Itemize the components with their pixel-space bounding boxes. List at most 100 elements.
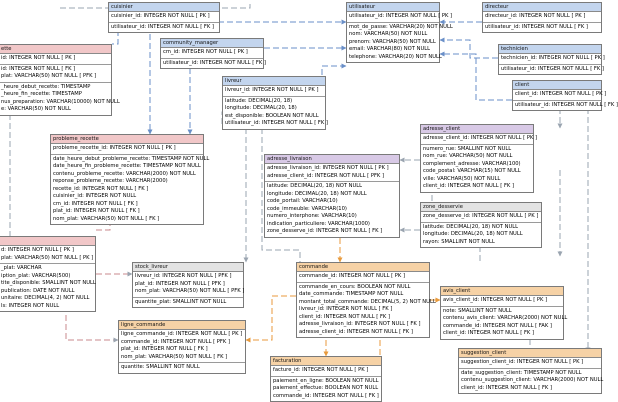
column-row: commande_id: INTEGER NOT NULL [ PFK ]	[121, 338, 230, 345]
column-row: _heure_debut_recette: TIMESTAMP	[1, 83, 91, 90]
table-title: probleme_recette	[51, 135, 203, 144]
column-row: est_disponible: BOOLEAN NOT NULL	[225, 112, 319, 119]
column-row: _heure_fin_recette: TIMESTAMP	[1, 91, 82, 97]
table-title: ette	[0, 45, 111, 54]
column-row: date_heure_fin_probleme_recette: TIMESTA…	[53, 163, 201, 169]
column-row: contenu_suggestion_client: VARCHAR(2000)…	[461, 377, 604, 383]
table-title: adresse_livraison	[265, 155, 399, 164]
column-row: utilisateur_id: INTEGER NOT NULL [ FK ]	[163, 59, 266, 66]
primary-key-section: livreur_id: INTEGER NOT NULL [ PK ]	[223, 86, 325, 97]
primary-key-section: commande_id: INTEGER NOT NULL [ PK ]	[297, 272, 429, 283]
column-row: plat_id: INTEGER NOT NULL [ PFK ]	[135, 280, 225, 287]
column-row: nom_plat: VARCHAR(50) NOT NULL [ FK ]	[53, 215, 160, 222]
column-row: contenu_avis_client: VARCHAR(2000) NOT N…	[443, 315, 568, 321]
table-title: adresse_client	[421, 125, 533, 134]
column-row: paiement_en_ligne: BOOLEAN NOT NULL	[273, 377, 379, 384]
primary-key-section: id: INTEGER NOT NULL [ PK ]	[0, 54, 111, 65]
column-row: ls: INTEGER NOT NULL	[1, 302, 60, 309]
column-row: latitude: DECIMAL(20, 18) NOT NULL	[267, 183, 363, 189]
column-row: adresse_livraison_id: INTEGER NOT NULL […	[267, 165, 389, 171]
primary-key-section: zone_desserve_id: INTEGER NOT NULL [ PK …	[421, 212, 541, 223]
table-plat[interactable]: d: INTEGER NOT NULL [ PK ]plat: VARCHAR(…	[0, 236, 96, 312]
link-client-utilisateur	[439, 51, 512, 101]
table-title: directeur	[483, 3, 601, 12]
column-row: client_id: INTEGER NOT NULL [ FK ]	[423, 183, 514, 189]
link-technicien-utilisateur	[439, 37, 498, 59]
column-row: montant_total_commande: DECIMAL(5, 2) NO…	[299, 298, 436, 305]
column-row: nom_rue: VARCHAR(50) NOT NULL	[423, 153, 513, 159]
column-row: adresse_client_id: INTEGER NOT NULL [ FK…	[299, 328, 413, 335]
column-row: livreur_id: INTEGER NOT NULL [ FK ]	[299, 306, 393, 312]
column-row: latitude: DECIMAL(20, 18) NOT NULL	[423, 223, 519, 230]
column-row: utilisateur_id: INTEGER NOT NULL [ FK ]	[485, 23, 588, 30]
column-row: code_postal: VARCHAR(15) NOT NULL	[423, 168, 521, 174]
primary-key-section: adresse_livraison_id: INTEGER NOT NULL […	[265, 164, 399, 182]
column-row: utilisateur_id: INTEGER NOT NULL [ FK ]	[225, 120, 328, 126]
column-row: cm_id: INTEGER NOT NULL [ PK ]	[163, 49, 248, 55]
column-row: technicien_id: INTEGER NOT NULL [ PK ]	[501, 55, 605, 61]
column-row: complement_adresse: VARCHAR(100)	[423, 160, 521, 167]
column-row: id: INTEGER NOT NULL [ PK ]	[1, 55, 76, 61]
primary-key-section: avis_client_id: INTEGER NOT NULL [ PK ]	[441, 296, 563, 307]
column-row: plat_id: INTEGER NOT NULL [ FK ]	[121, 346, 208, 352]
column-row: cuisinier_id: INTEGER NOT NULL	[53, 193, 137, 199]
column-row: date_commande: TIMESTAMP NOT NULL	[299, 291, 404, 297]
column-row: reponse_probleme_recette: VARCHAR(2000)	[53, 178, 168, 184]
column-row: nom: VARCHAR(50) NOT NULL	[349, 31, 428, 37]
attribute-section: utilisateur_id: INTEGER NOT NULL [ FK ]	[109, 23, 219, 33]
column-row: _plat: VARCHAR	[1, 265, 42, 271]
column-row: code_portail: VARCHAR(10)	[267, 198, 338, 204]
column-row: longitude: DECIMAL(20, 18) NOT NULL	[423, 231, 523, 237]
table-title: technicien	[499, 45, 601, 54]
table-title: ligne_commande	[119, 321, 245, 330]
column-row: d: INTEGER NOT NULL [ PK ]	[1, 247, 74, 253]
column-row: zone_desserve_id: INTEGER NOT NULL [ FK …	[267, 228, 383, 234]
primary-key-section: facture_id: INTEGER NOT NULL [ PK ]	[271, 366, 381, 377]
column-row: iption_plat: VARCHAR(500)	[1, 272, 71, 279]
column-row: avis_client_id: INTEGER NOT NULL [ PK ]	[443, 297, 548, 303]
column-row: email: VARCHAR(80) NOT NULL	[349, 46, 431, 52]
column-row: utilisateur_id: INTEGER NOT NULL [ FK ]	[515, 101, 618, 108]
primary-key-section: utilisateur_id: INTEGER NOT NULL [ PK ]	[347, 12, 452, 23]
column-row: client_id: INTEGER NOT NULL [ FK ]	[299, 313, 390, 320]
column-row: client_id: INTEGER NOT NULL [ FK ]	[461, 384, 552, 391]
column-row: longitude: DECIMAL(20, 18) NOT NULL	[267, 190, 367, 197]
column-row: adresse_livraison_id: INTEGER NOT NULL […	[299, 321, 421, 327]
column-row: paiement_effectue: BOOLEAN NOT NULL	[273, 385, 379, 391]
column-row: suggestion_client_id: INTEGER NOT NULL […	[461, 359, 584, 365]
link-livreur-commande	[261, 128, 301, 262]
column-row: probleme_recette_id: INTEGER NOT NULL [ …	[53, 145, 176, 151]
column-row: livreur_id: INTEGER NOT NULL [ PK ]	[225, 87, 319, 93]
table-title: zone_desservie	[421, 203, 541, 212]
column-row: numero_rue: SMALLINT NOT NULL	[423, 145, 512, 152]
primary-key-section: client_id: INTEGER NOT NULL [ PK ]	[513, 90, 606, 101]
column-row: commande_id: INTEGER NOT NULL [ FK ]	[273, 392, 379, 399]
primary-key-section: suggestion_client_id: INTEGER NOT NULL […	[459, 358, 601, 369]
column-row: recette_id: INTEGER NOT NULL [ FK ]	[53, 185, 149, 192]
column-row: indication_particuliere: VARCHAR(1000)	[267, 220, 370, 227]
primary-key-section: ligne_commande_id: INTEGER NOT NULL [ PK…	[119, 330, 245, 363]
